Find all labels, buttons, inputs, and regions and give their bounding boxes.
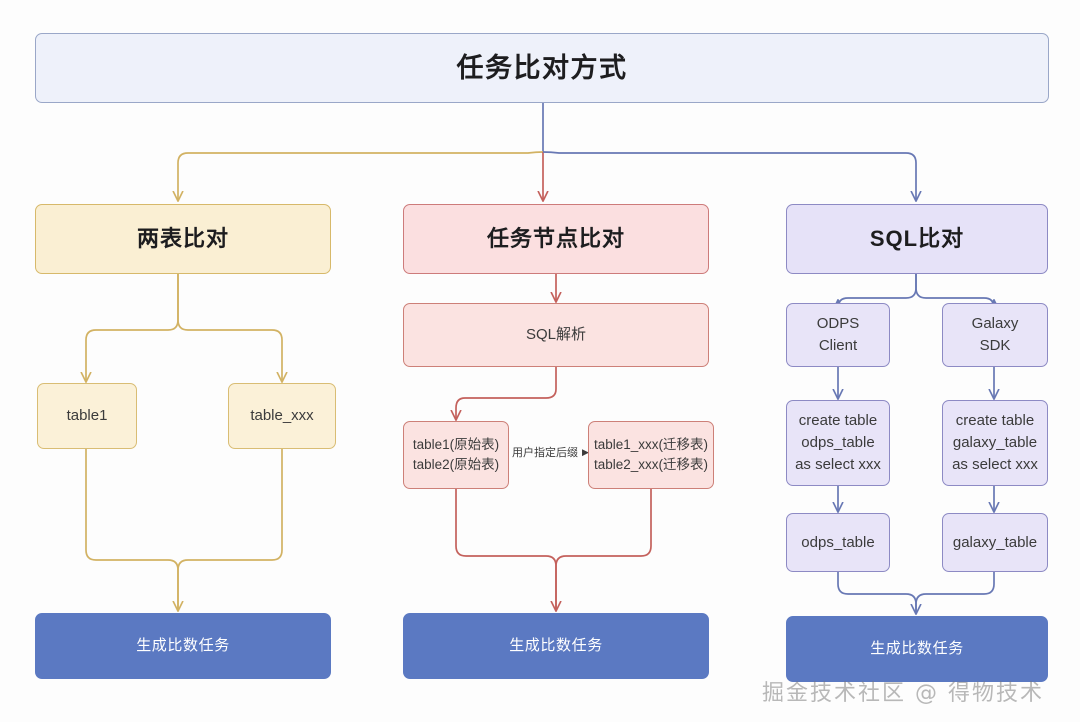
edge-yellow-merge-to-terminal — [85, 449, 283, 610]
node-task-node-head[interactable]: 任务节点比对 — [403, 204, 709, 274]
watermark: 掘金技术社区 @ 得物技术 — [762, 681, 1044, 706]
node-odps-client[interactable]: ODPS Client — [786, 303, 890, 367]
node-galaxy-table[interactable]: galaxy_table — [942, 513, 1048, 572]
node-migrated-tables[interactable]: table1_xxx(迁移表) table2_xxx(迁移表) — [588, 421, 714, 489]
node-two-table-head[interactable]: 两表比对 — [35, 204, 331, 274]
node-terminal-two-table[interactable]: 生成比数任务 — [35, 613, 331, 679]
edge-purple-merge-to-terminal — [837, 572, 995, 613]
node-odps-table[interactable]: odps_table — [786, 513, 890, 572]
node-galaxy-sdk[interactable]: Galaxy SDK — [942, 303, 1048, 367]
edge-two-table-split — [86, 274, 282, 381]
node-origin-tables[interactable]: table1(原始表) table2(原始表) — [403, 421, 509, 489]
annotation-user-suffix: 用户指定后缀 ▶ — [512, 444, 589, 460]
node-terminal-sql-compare[interactable]: 生成比数任务 — [786, 616, 1048, 682]
node-create-galaxy-table[interactable]: create table galaxy_table as select xxx — [942, 400, 1048, 486]
node-table-xxx[interactable]: table_xxx — [228, 383, 336, 449]
caret-right-icon: ▶ — [582, 446, 589, 457]
node-create-odps-table[interactable]: create table odps_table as select xxx — [786, 400, 890, 486]
node-terminal-task-node[interactable]: 生成比数任务 — [403, 613, 709, 679]
edge-red-merge-to-terminal — [455, 489, 652, 610]
edge-header-to-two-table — [178, 151, 544, 200]
node-sql-compare-head[interactable]: SQL比对 — [786, 204, 1048, 274]
node-table1[interactable]: table1 — [37, 383, 137, 449]
edge-parse-to-origin-tables — [456, 367, 557, 419]
edge-header-to-sql-compare — [542, 151, 916, 200]
annotation-user-suffix-label: 用户指定后缀 — [512, 447, 578, 459]
node-sql-parse[interactable]: SQL解析 — [403, 303, 709, 367]
node-header-title[interactable]: 任务比对方式 — [35, 33, 1049, 103]
